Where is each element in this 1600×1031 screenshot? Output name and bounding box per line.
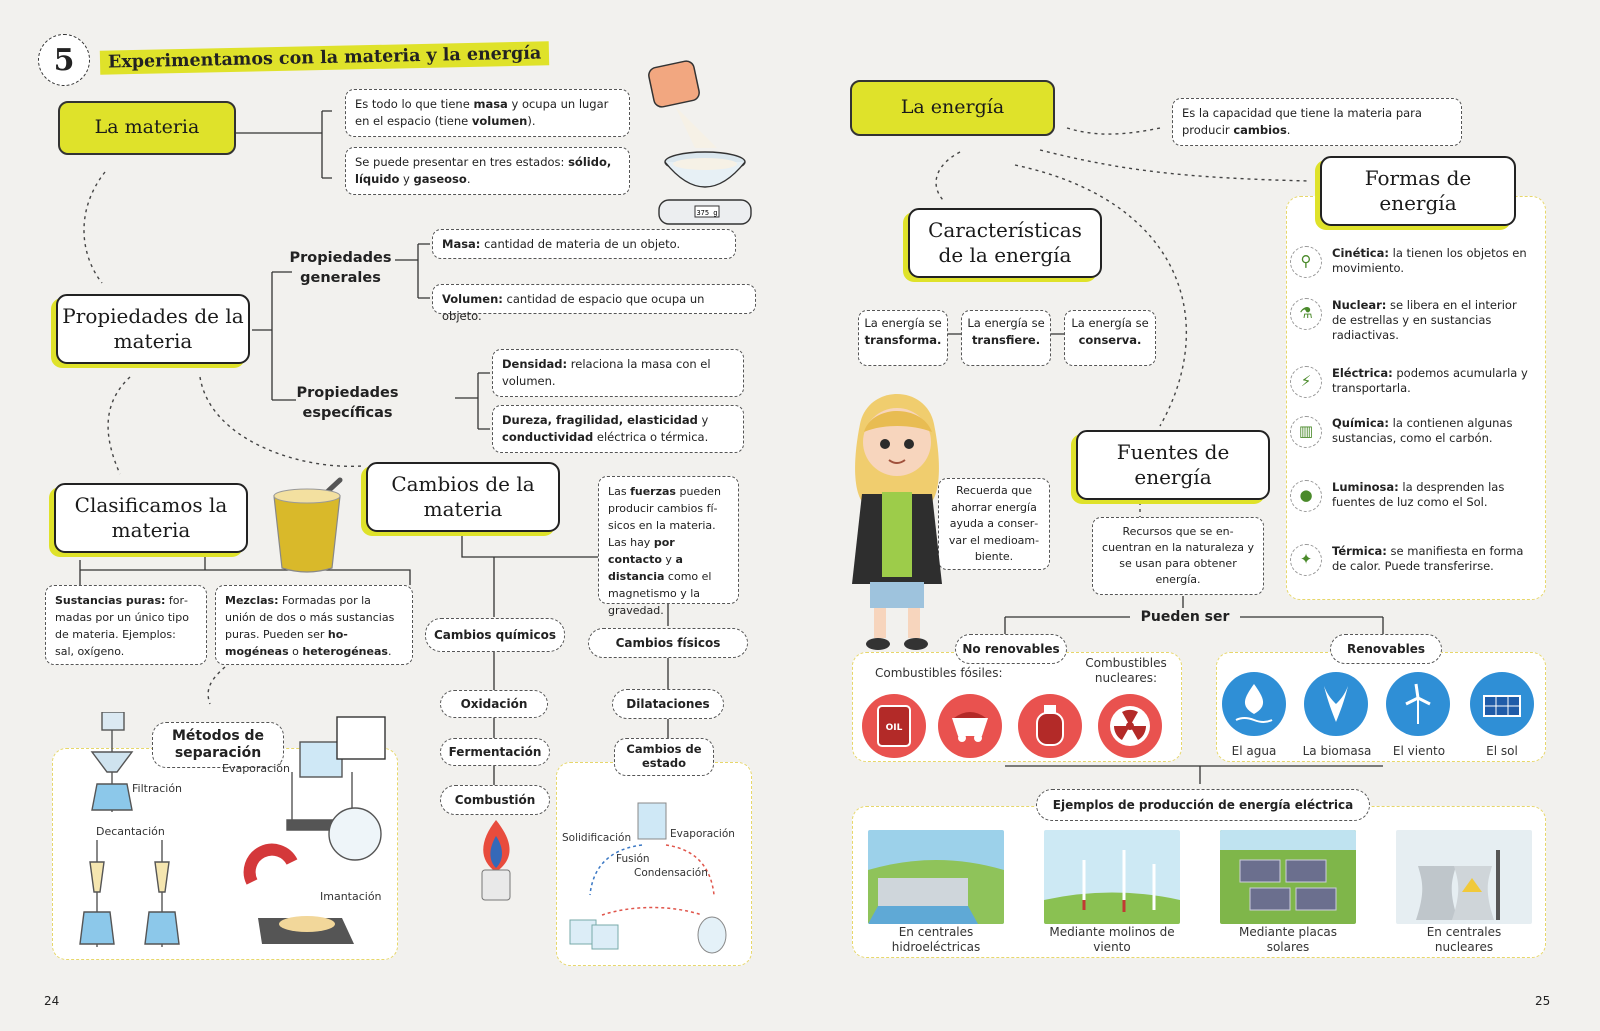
- mezclas-box: Mezclas: Formadas por la unión de dos o …: [215, 585, 413, 665]
- lab-equipment-illustration: [62, 711, 392, 957]
- recuerda-speech-bubble: Recuerda que ahorrar energía ayuda a con…: [938, 478, 1050, 570]
- la-biomasa-label: La biomasa: [1302, 744, 1372, 758]
- evaporacion-label: Evaporación: [222, 762, 290, 775]
- clasificamos-materia-title: Clasificamos la materia: [54, 483, 248, 553]
- chapter-number: 5: [38, 34, 90, 86]
- ejemplos-produccion-pill: Ejemplos de producción de energía eléctr…: [1036, 789, 1370, 821]
- pueden-ser-label: Pueden ser: [1130, 608, 1240, 627]
- materia-estados: Se puede presentar en tres estados: só­l…: [345, 147, 630, 195]
- lightning-icon: ⚡: [1290, 366, 1322, 398]
- forma-nuclear: ⚗Nuclear: se libera en el interior de es…: [1290, 298, 1530, 343]
- cambios-fisicos-pill: Cambios físicos: [588, 628, 748, 658]
- lightbulb-icon: ●: [1290, 480, 1322, 512]
- forma-electrica: ⚡Eléctrica: podemos acumularla y transpo…: [1290, 366, 1530, 398]
- solar-panels-photo: [1220, 830, 1356, 924]
- cambios-estado-pill: Cambios de estado: [614, 738, 714, 776]
- forma-luminosa: ●Luminosa: la desprenden las fuentes de …: [1290, 480, 1530, 512]
- energia-definition: Es la capacidad que tiene la materia par…: [1172, 98, 1462, 146]
- juice-glass-illustration: [262, 476, 352, 576]
- page-number-left: 24: [44, 994, 60, 1008]
- no-renovables-pill: No renovables: [955, 634, 1067, 664]
- fermentacion-pill: Fermentación: [440, 738, 550, 766]
- caracteristicas-energia-title: Características de la energía: [908, 208, 1102, 278]
- el-sol-label: El sol: [1486, 744, 1518, 758]
- biomass-leaf-icon: [1304, 672, 1368, 736]
- scale-display: 375 g: [696, 209, 717, 217]
- la-energia-title: La energía: [850, 80, 1055, 136]
- forma-cinetica: ⚲Cinética: la tienen los objetos en movi…: [1290, 246, 1530, 278]
- combustion-pill: Combustión: [440, 785, 550, 815]
- combustibles-fosiles-label: Combustibles fósiles:: [875, 666, 1003, 680]
- propiedades-especificas-label: Propiedades específicas: [296, 385, 399, 421]
- coal-cart-icon: ▥: [1290, 416, 1322, 448]
- materia-definition: Es todo lo que tiene masa y ocupa un lug…: [345, 89, 630, 137]
- match-icon: ✦: [1290, 544, 1322, 576]
- filtracion-label: Filtración: [132, 782, 183, 795]
- dilataciones-pill: Dilataciones: [612, 689, 724, 719]
- solar-panel-icon: [1470, 672, 1534, 736]
- oxidacion-pill: Oxidación: [440, 690, 548, 718]
- volumen-box: Volumen: cantidad de espacio que ocupa u…: [432, 284, 756, 323]
- solidificacion-label: Solidificación: [562, 832, 632, 844]
- bicycle-icon: ⚲: [1290, 246, 1322, 278]
- nuclear-plant-photo: [1396, 830, 1532, 924]
- cambios-quimicos-pill: Cambios químicos: [425, 618, 565, 652]
- page-number-right: 25: [1535, 994, 1551, 1008]
- el-viento-label: El viento: [1392, 744, 1446, 758]
- propiedades-generales-label: Propiedades generales: [289, 250, 392, 286]
- flask-icon: ⚗: [1290, 298, 1322, 330]
- state-cycle-illustration: [562, 795, 747, 960]
- wind-farm-photo: [1044, 830, 1180, 924]
- oil-barrel-icon: OIL: [862, 694, 926, 758]
- flame-illustration: [472, 818, 520, 902]
- condensacion-label: Condensación: [634, 867, 708, 879]
- evaporacion-estado-label: Evaporación: [670, 828, 735, 840]
- formas-zone: [1286, 196, 1546, 600]
- densidad-box: Densidad: relaciona la masa con el volum…: [492, 349, 744, 397]
- recursos-box: Recursos que se en­cuentran en la natura…: [1092, 517, 1264, 595]
- water-drop-icon: [1222, 672, 1286, 736]
- renovables-pill: Renovables: [1330, 634, 1442, 664]
- wind-turbine-icon: [1386, 672, 1450, 736]
- placas-caption: Mediante placas solares: [1238, 925, 1338, 954]
- oil-label: OIL: [886, 723, 903, 733]
- coal-wagon-icon: [938, 694, 1002, 758]
- cambios-materia-title: Cambios de la materia: [366, 462, 560, 532]
- kitchen-scale-illustration: 375 g: [645, 52, 765, 230]
- hydroelectric-photo: [868, 830, 1004, 924]
- molinos-caption: Mediante molinos de viento: [1049, 925, 1175, 954]
- la-materia-title: La materia: [58, 101, 236, 155]
- fusion-label: Fusión: [616, 853, 650, 865]
- propiedades-materia-title: Propiedades de la materia: [56, 294, 250, 364]
- radioactive-icon: [1098, 694, 1162, 758]
- girl-character-illustration: [842, 384, 952, 654]
- fuerzas-box: Las fuerzas pueden producir cambios fí­s…: [598, 476, 739, 617]
- formas-energia-title: Formas de energía: [1320, 156, 1516, 226]
- nucleares-caption: En centrales nucleares: [1426, 925, 1502, 954]
- forma-termica: ✦Térmica: se manifiesta en forma de calo…: [1290, 544, 1530, 576]
- forma-quimica: ▥Química: la contienen algunas sustancia…: [1290, 416, 1530, 448]
- sustancias-puras-box: Sustancias puras: for­madas por un único…: [45, 585, 207, 665]
- masa-box: Masa: cantidad de materia de un objeto.: [432, 229, 736, 259]
- decantacion-label: Decantación: [96, 825, 165, 838]
- metodos-separacion-title: Métodos de separación: [152, 722, 284, 768]
- fuentes-energia-title: Fuentes de energía: [1076, 430, 1270, 500]
- gas-cylinder-icon: [1018, 694, 1082, 758]
- el-agua-label: El agua: [1231, 744, 1277, 758]
- hidroelectricas-caption: En centrales hidroeléctricas: [891, 925, 981, 954]
- combustibles-nucleares-label: Combustibles nucleares:: [1085, 656, 1167, 685]
- imantacion-label: Imantación: [320, 890, 382, 903]
- dureza-box: Dureza, fragilidad, elasticidad y con­du…: [492, 405, 744, 453]
